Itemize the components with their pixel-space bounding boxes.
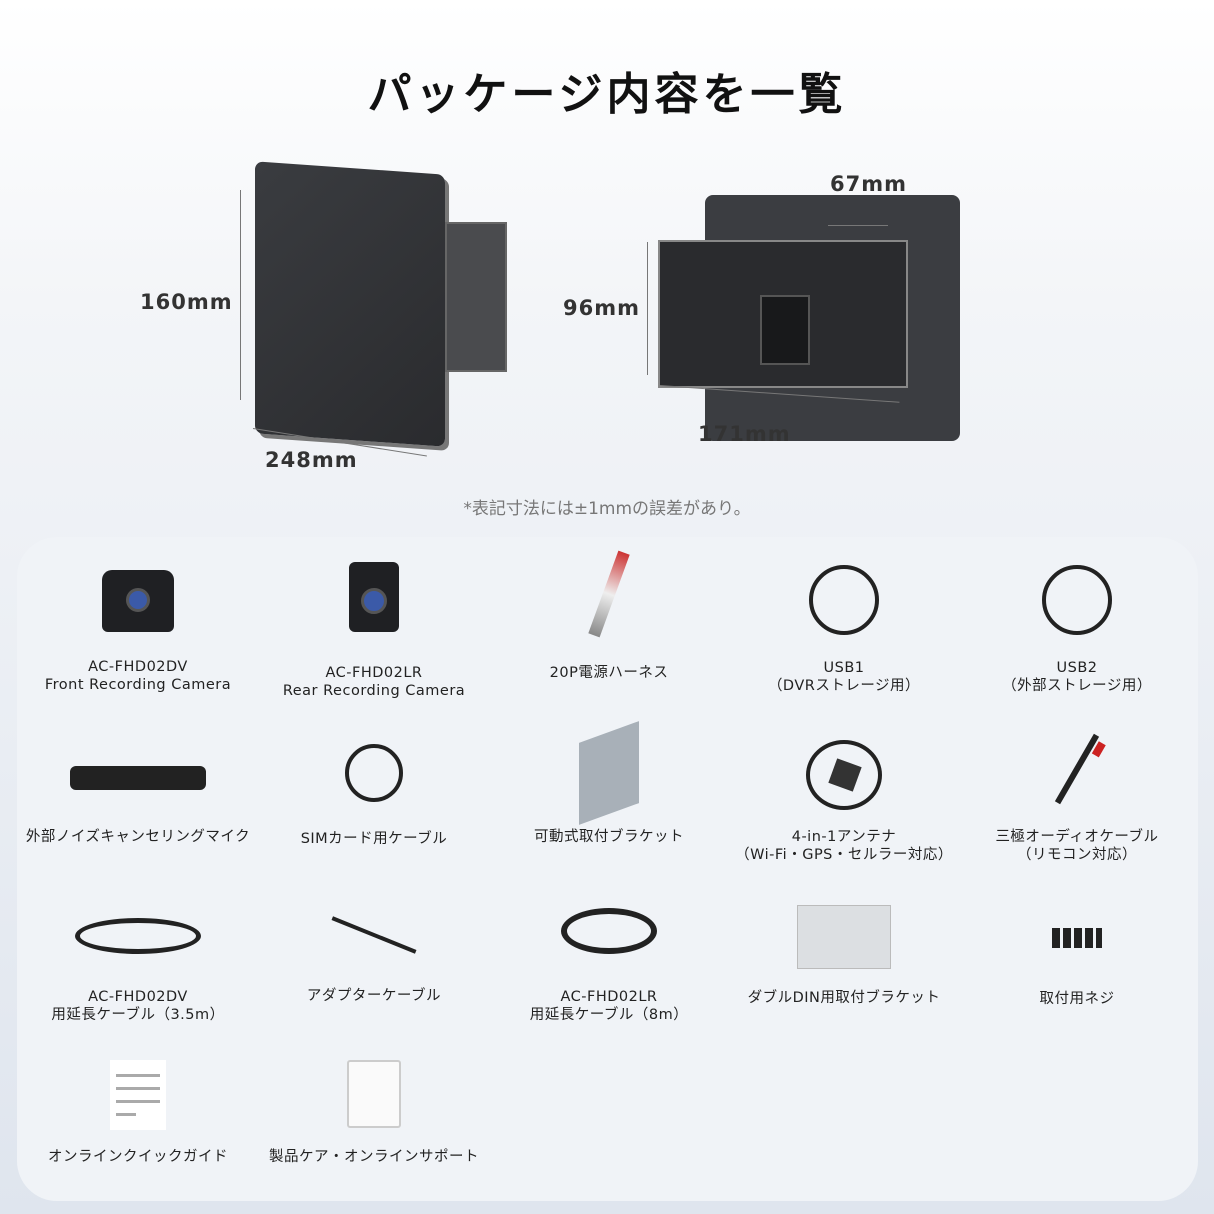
item-usb1: USB1 （DVRストレージ用） bbox=[726, 565, 962, 695]
tolerance-note: *表記寸法には±1mmの誤差があり。 bbox=[463, 499, 751, 519]
contents-panel bbox=[17, 537, 1198, 1201]
width-chassis-label: 171mm bbox=[698, 422, 791, 446]
item-antenna: 4-in-1アンテナ （Wi-Fi・GPS・セルラー対応） bbox=[726, 740, 962, 864]
bracket-icon bbox=[579, 721, 639, 825]
item-audio-cable: 三極オーディオケーブル （リモコン対応） bbox=[959, 730, 1195, 864]
height-chassis-label: 96mm bbox=[563, 296, 640, 320]
extension-cable-icon bbox=[561, 908, 657, 954]
item-adapter-cable: アダプターケーブル bbox=[256, 905, 492, 1005]
guide-icon bbox=[110, 1060, 166, 1130]
usb-cable-icon bbox=[809, 565, 879, 635]
item-din-bracket: ダブルDIN用取付ブラケット bbox=[726, 905, 962, 1007]
item-quick-guide: オンラインクイックガイド bbox=[20, 1060, 256, 1166]
din-bracket-icon bbox=[797, 905, 891, 969]
width-main-label: 248mm bbox=[265, 448, 358, 472]
page-title: パッケージ内容を一覧 bbox=[367, 69, 847, 120]
item-harness: 20P電源ハーネス bbox=[491, 550, 727, 682]
item-dv-extension: AC-FHD02DV 用延長ケーブル（3.5m） bbox=[20, 918, 256, 1024]
support-card-icon bbox=[347, 1060, 401, 1128]
item-bracket: 可動式取付ブラケット bbox=[491, 721, 727, 846]
front-camera-icon bbox=[102, 570, 174, 632]
usb-cable-icon bbox=[1042, 565, 1112, 635]
item-screws: 取付用ネジ bbox=[959, 928, 1195, 1008]
item-lr-extension: AC-FHD02LR 用延長ケーブル（8m） bbox=[491, 908, 727, 1024]
audio-cable-icon bbox=[1054, 733, 1106, 805]
sim-cable-icon bbox=[345, 744, 403, 802]
item-usb2: USB2 （外部ストレージ用） bbox=[959, 565, 1195, 695]
rear-camera-icon bbox=[349, 562, 399, 632]
extension-cable-icon bbox=[75, 918, 201, 954]
depth-label: 67mm bbox=[830, 172, 907, 196]
screws-icon bbox=[1052, 928, 1102, 948]
item-sim-cable: SIMカード用ケーブル bbox=[256, 738, 492, 848]
adapter-cable-icon bbox=[331, 916, 417, 954]
item-microphone: 外部ノイズキャンセリングマイク bbox=[20, 766, 256, 846]
antenna-icon bbox=[806, 740, 882, 810]
item-front-camera: AC-FHD02DV Front Recording Camera bbox=[20, 570, 256, 694]
item-rear-camera: AC-FHD02LR Rear Recording Camera bbox=[256, 562, 492, 700]
item-support-card: 製品ケア・オンラインサポート bbox=[256, 1060, 492, 1166]
harness-icon bbox=[588, 550, 630, 638]
microphone-icon bbox=[70, 766, 206, 790]
height-main-label: 160mm bbox=[140, 290, 233, 314]
